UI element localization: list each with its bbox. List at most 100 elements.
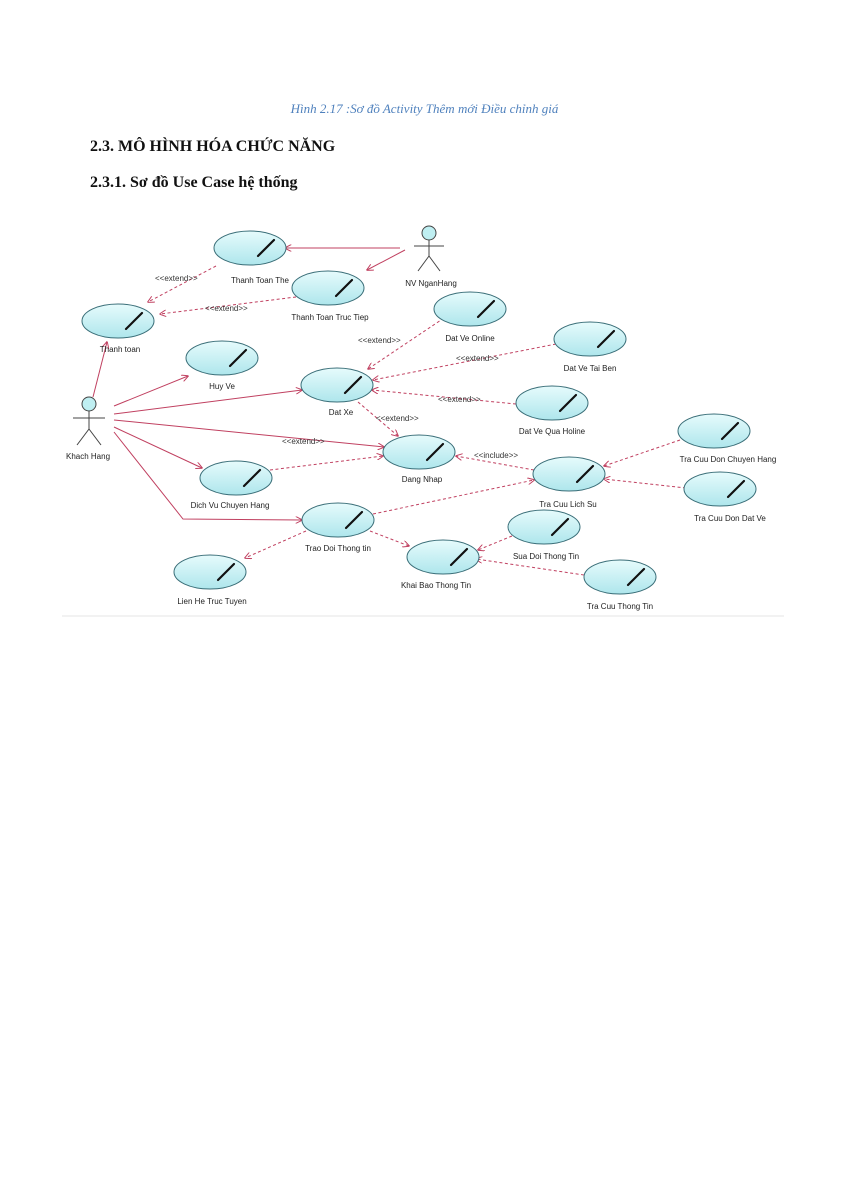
subsection-heading: 2.3.1. Sơ đồ Use Case hệ thống bbox=[90, 174, 298, 191]
use-case-tra-cuu-lich-su: Tra Cuu Lich Su bbox=[532, 456, 606, 509]
use-case-label: Tra Cuu Don Chuyen Hang bbox=[680, 455, 777, 464]
use-case-label: Tra Cuu Thong Tin bbox=[587, 602, 653, 611]
pen-icon bbox=[449, 547, 469, 567]
use-case-label: Trao Doi Thong tin bbox=[305, 544, 371, 553]
use-case-tra-cuu-don-dat-ve: Tra Cuu Don Dat Ve bbox=[683, 471, 766, 523]
pen-icon bbox=[720, 421, 740, 441]
use-case-ellipse bbox=[300, 367, 374, 403]
use-case-thanh-toan-the: Thanh Toan The bbox=[213, 230, 290, 285]
use-case-ellipse bbox=[406, 539, 480, 575]
pen-icon bbox=[550, 517, 570, 537]
pen-icon bbox=[228, 348, 248, 368]
extend-label: <<extend>> bbox=[205, 304, 248, 313]
dep-datvequaholine-datxe bbox=[372, 390, 517, 405]
use-case-sua-doi-thong-tin: Sua Doi Thong Tin bbox=[507, 509, 581, 561]
pen-icon bbox=[256, 238, 276, 258]
pen-icon bbox=[425, 442, 445, 462]
use-case-huy-ve: Huy Ve bbox=[185, 340, 259, 391]
use-case-ellipse bbox=[515, 385, 589, 421]
actor-nv-nganhang bbox=[414, 225, 444, 272]
pen-icon bbox=[334, 278, 354, 298]
use-case-ellipse bbox=[213, 230, 287, 266]
extend-label: <<extend>> bbox=[282, 437, 325, 446]
extend-label: <<extend>> bbox=[376, 414, 419, 423]
use-case-thanh-toan: Thanh toan bbox=[81, 303, 155, 354]
use-case-ellipse bbox=[677, 413, 751, 449]
use-case-ellipse bbox=[173, 554, 247, 590]
dep-tracuudonchuyenhang-tracuulichsu bbox=[604, 439, 681, 466]
dep-thanhtoanthe-thanhtoan bbox=[148, 265, 217, 302]
use-case-khai-bao-thong-tin: Khai Bao Thong Tin bbox=[401, 539, 480, 590]
dep-thanhtoantructiep-thanhtoan bbox=[160, 296, 297, 314]
use-case-dat-ve-online: Dat Ve Online bbox=[433, 291, 507, 343]
assoc-kh-huyve bbox=[113, 376, 188, 407]
use-case-label: Huy Ve bbox=[209, 382, 235, 391]
pen-icon bbox=[216, 562, 236, 582]
use-case-ellipse bbox=[382, 434, 456, 470]
pen-icon bbox=[596, 329, 616, 349]
use-case-label: Dat Xe bbox=[329, 408, 354, 417]
use-case-label: Sua Doi Thong Tin bbox=[513, 552, 579, 561]
assoc-nvnh-thanhtoantructiep bbox=[367, 249, 406, 270]
assoc-kh-traodoithongtin bbox=[113, 431, 302, 520]
use-case-lien-he-truc-tuyen: Lien He Truc Tuyen bbox=[173, 554, 247, 606]
dep-dichvu-dangnhap bbox=[269, 456, 383, 471]
dep-traodoi-tracuulichsu bbox=[372, 480, 534, 515]
dep-datvetaiben-datxe bbox=[373, 343, 557, 380]
use-case-dat-ve-tai-ben: Dat Ve Tai Ben bbox=[553, 321, 627, 373]
use-case-tra-cuu-don-chuyen-hang: Tra Cuu Don Chuyen Hang bbox=[677, 413, 777, 464]
actor-label-khach-hang: Khach Hang bbox=[66, 452, 110, 461]
use-case-ellipse bbox=[81, 303, 155, 339]
dep-datveonline-datxe bbox=[368, 317, 445, 369]
actor-khach-hang bbox=[73, 396, 105, 446]
include-label: <<include>> bbox=[474, 451, 518, 460]
assoc-kh-thanhtoan bbox=[92, 342, 107, 398]
figure-caption: Hình 2.17 :Sơ đồ Activity Thêm mới Điều … bbox=[290, 101, 559, 116]
dep-tracuuthongtin-khaibao bbox=[476, 559, 585, 576]
section-heading: 2.3. MÔ HÌNH HÓA CHỨC NĂNG bbox=[90, 138, 336, 155]
use-case-label: Lien He Truc Tuyen bbox=[177, 597, 246, 606]
use-case-label: Thanh Toan Truc Tiep bbox=[291, 313, 369, 322]
use-case-trao-doi-thong-tin: Trao Doi Thong tin bbox=[301, 502, 375, 553]
use-case-label: Thanh Toan The bbox=[231, 276, 290, 285]
assoc-kh-dangnhap bbox=[113, 419, 384, 447]
pen-icon bbox=[343, 375, 363, 395]
use-case-label: Tra Cuu Don Dat Ve bbox=[694, 514, 766, 523]
dep-suadoi-khaibao bbox=[478, 535, 513, 550]
use-case-dich-vu-chuyen-hang: Dich Vu Chuyen Hang bbox=[191, 460, 273, 510]
dependencies bbox=[148, 265, 687, 576]
pen-icon bbox=[575, 464, 595, 484]
pen-icon bbox=[124, 311, 144, 331]
dep-traodoi-khaibao bbox=[369, 530, 409, 546]
use-case-ellipse bbox=[433, 291, 507, 327]
assoc-kh-dichvuchuyenhang bbox=[113, 426, 202, 468]
associations bbox=[92, 248, 406, 520]
use-case-ellipse bbox=[683, 471, 757, 507]
use-case-dang-nhap: Dang Nhap bbox=[382, 434, 456, 484]
use-case-ellipse bbox=[301, 502, 375, 538]
pen-icon bbox=[344, 510, 364, 530]
dep-traodoi-lienhe bbox=[245, 530, 307, 558]
pen-icon bbox=[242, 468, 262, 488]
pen-icon bbox=[626, 567, 646, 587]
dep-tracuudondatve-tracuulichsu bbox=[604, 479, 687, 489]
use-case-ellipse bbox=[291, 270, 365, 306]
use-case-label: Khai Bao Thong Tin bbox=[401, 581, 471, 590]
use-case-dat-ve-qua-holine: Dat Ve Qua Holine bbox=[515, 385, 589, 436]
use-case-label: Dang Nhap bbox=[402, 475, 443, 484]
extend-label: <<extend>> bbox=[456, 354, 499, 363]
use-case-ellipse bbox=[185, 340, 259, 376]
use-case-label: Dat Ve Qua Holine bbox=[519, 427, 586, 436]
use-case-label: Dat Ve Online bbox=[445, 334, 495, 343]
use-case-ellipse bbox=[583, 559, 657, 595]
pen-icon bbox=[726, 479, 746, 499]
assoc-kh-datxe bbox=[113, 390, 302, 415]
use-case-ellipse bbox=[507, 509, 581, 545]
use-case-thanh-toan-truc-tiep: Thanh Toan Truc Tiep bbox=[291, 270, 369, 322]
extend-label: <<extend>> bbox=[358, 336, 401, 345]
extend-label: <<extend>> bbox=[438, 395, 481, 404]
use-case-ellipse bbox=[553, 321, 627, 357]
use-case-tra-cuu-thong-tin: Tra Cuu Thong Tin bbox=[583, 559, 657, 611]
use-case-ellipse bbox=[199, 460, 273, 496]
